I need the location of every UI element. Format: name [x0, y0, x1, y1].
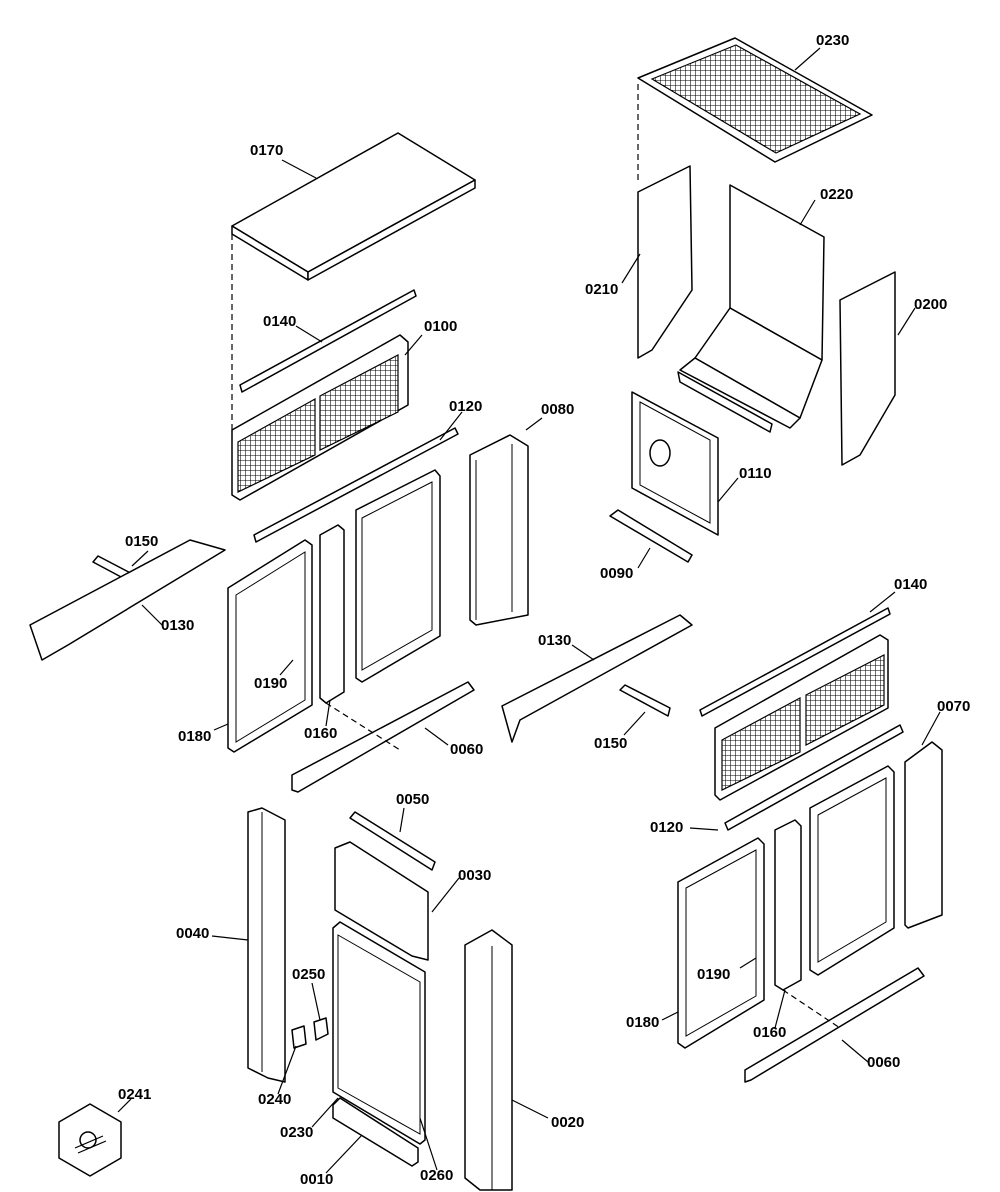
part-door-right-second [809, 765, 895, 976]
label-0230-bottom: 0230 [280, 1124, 313, 1141]
label-0160-left: 0160 [304, 725, 337, 742]
part-0160-post-right [774, 819, 802, 991]
label-0060-left: 0060 [450, 741, 483, 758]
label-0130-left: 0130 [161, 617, 194, 634]
label-0150-left: 0150 [125, 533, 158, 550]
label-0130-mid: 0130 [538, 632, 571, 649]
label-0250: 0250 [292, 966, 325, 983]
label-0010: 0010 [300, 1171, 333, 1188]
part-0240-plate [291, 1025, 307, 1049]
label-0240: 0240 [258, 1091, 291, 1108]
part-0100-grille-panel-right [714, 634, 889, 801]
part-0040-tall-column [247, 807, 286, 1083]
part-lower-door [332, 921, 426, 1145]
part-0070-side-column [904, 741, 943, 929]
label-0120-right: 0120 [650, 819, 683, 836]
part-0130-trough-mid [501, 614, 693, 743]
part-0110-port-panel [631, 391, 719, 536]
part-0160-post-left [319, 524, 345, 704]
label-0070: 0070 [937, 698, 970, 715]
part-0180-door-right [677, 837, 765, 1049]
label-0210: 0210 [585, 281, 618, 298]
part-0170-top-cover [231, 132, 476, 430]
label-0030: 0030 [458, 867, 491, 884]
label-0230-top: 0230 [816, 32, 849, 49]
label-0140-left: 0140 [263, 313, 296, 330]
label-0120-left: 0120 [449, 398, 482, 415]
part-0180-door-left [227, 539, 313, 753]
part-0030-upper-panel [334, 841, 429, 961]
part-0080-channel [469, 434, 529, 626]
label-0170: 0170 [250, 142, 283, 159]
label-0090: 0090 [600, 565, 633, 582]
part-0220-back-tray [677, 184, 825, 433]
label-0260: 0260 [420, 1167, 453, 1184]
label-0150-mid: 0150 [594, 735, 627, 752]
label-0180-left: 0180 [178, 728, 211, 745]
label-0020: 0020 [551, 1114, 584, 1131]
label-0060-right: 0060 [867, 1054, 900, 1071]
label-0180-right: 0180 [626, 1014, 659, 1031]
label-0080: 0080 [541, 401, 574, 418]
leader-lines [117, 47, 941, 1174]
part-0140-strip-right [699, 607, 891, 717]
part-0120-strip-right [724, 724, 904, 831]
part-0100-grille-panel-left [231, 334, 409, 501]
part-0210-side-panel [637, 165, 693, 359]
part-labels: 0230 0170 0220 0210 0200 0140 0100 0120 … [118, 32, 970, 1188]
part-0020-corner-column [464, 929, 513, 1191]
label-0200: 0200 [914, 296, 947, 313]
part-0050-rail [349, 811, 436, 871]
label-0220: 0220 [820, 186, 853, 203]
part-0150-bracket-mid [619, 684, 671, 717]
label-0100: 0100 [424, 318, 457, 335]
part-0130-trough-left [29, 539, 226, 661]
part-0090-bar [609, 509, 693, 563]
part-0120-strip-left [253, 427, 459, 543]
part-0140-strip-left [239, 289, 417, 393]
label-0160-right: 0160 [753, 1024, 786, 1041]
label-0110: 0110 [739, 465, 772, 482]
label-0241: 0241 [118, 1086, 151, 1103]
part-0200-side-panel [839, 271, 896, 466]
label-0140-right: 0140 [894, 576, 927, 593]
label-0190-right: 0190 [697, 966, 730, 983]
dashed-assembly-lines [325, 702, 841, 1029]
part-0180-door-center [355, 469, 441, 683]
part-0230-roof-grille [637, 37, 873, 180]
label-0040: 0040 [176, 925, 209, 942]
part-0010-bottom-bar [332, 1097, 419, 1167]
part-0250-plate [313, 1017, 329, 1041]
part-0241-hex-key [58, 1103, 122, 1177]
label-0190-left: 0190 [254, 675, 287, 692]
label-0050: 0050 [396, 791, 429, 808]
